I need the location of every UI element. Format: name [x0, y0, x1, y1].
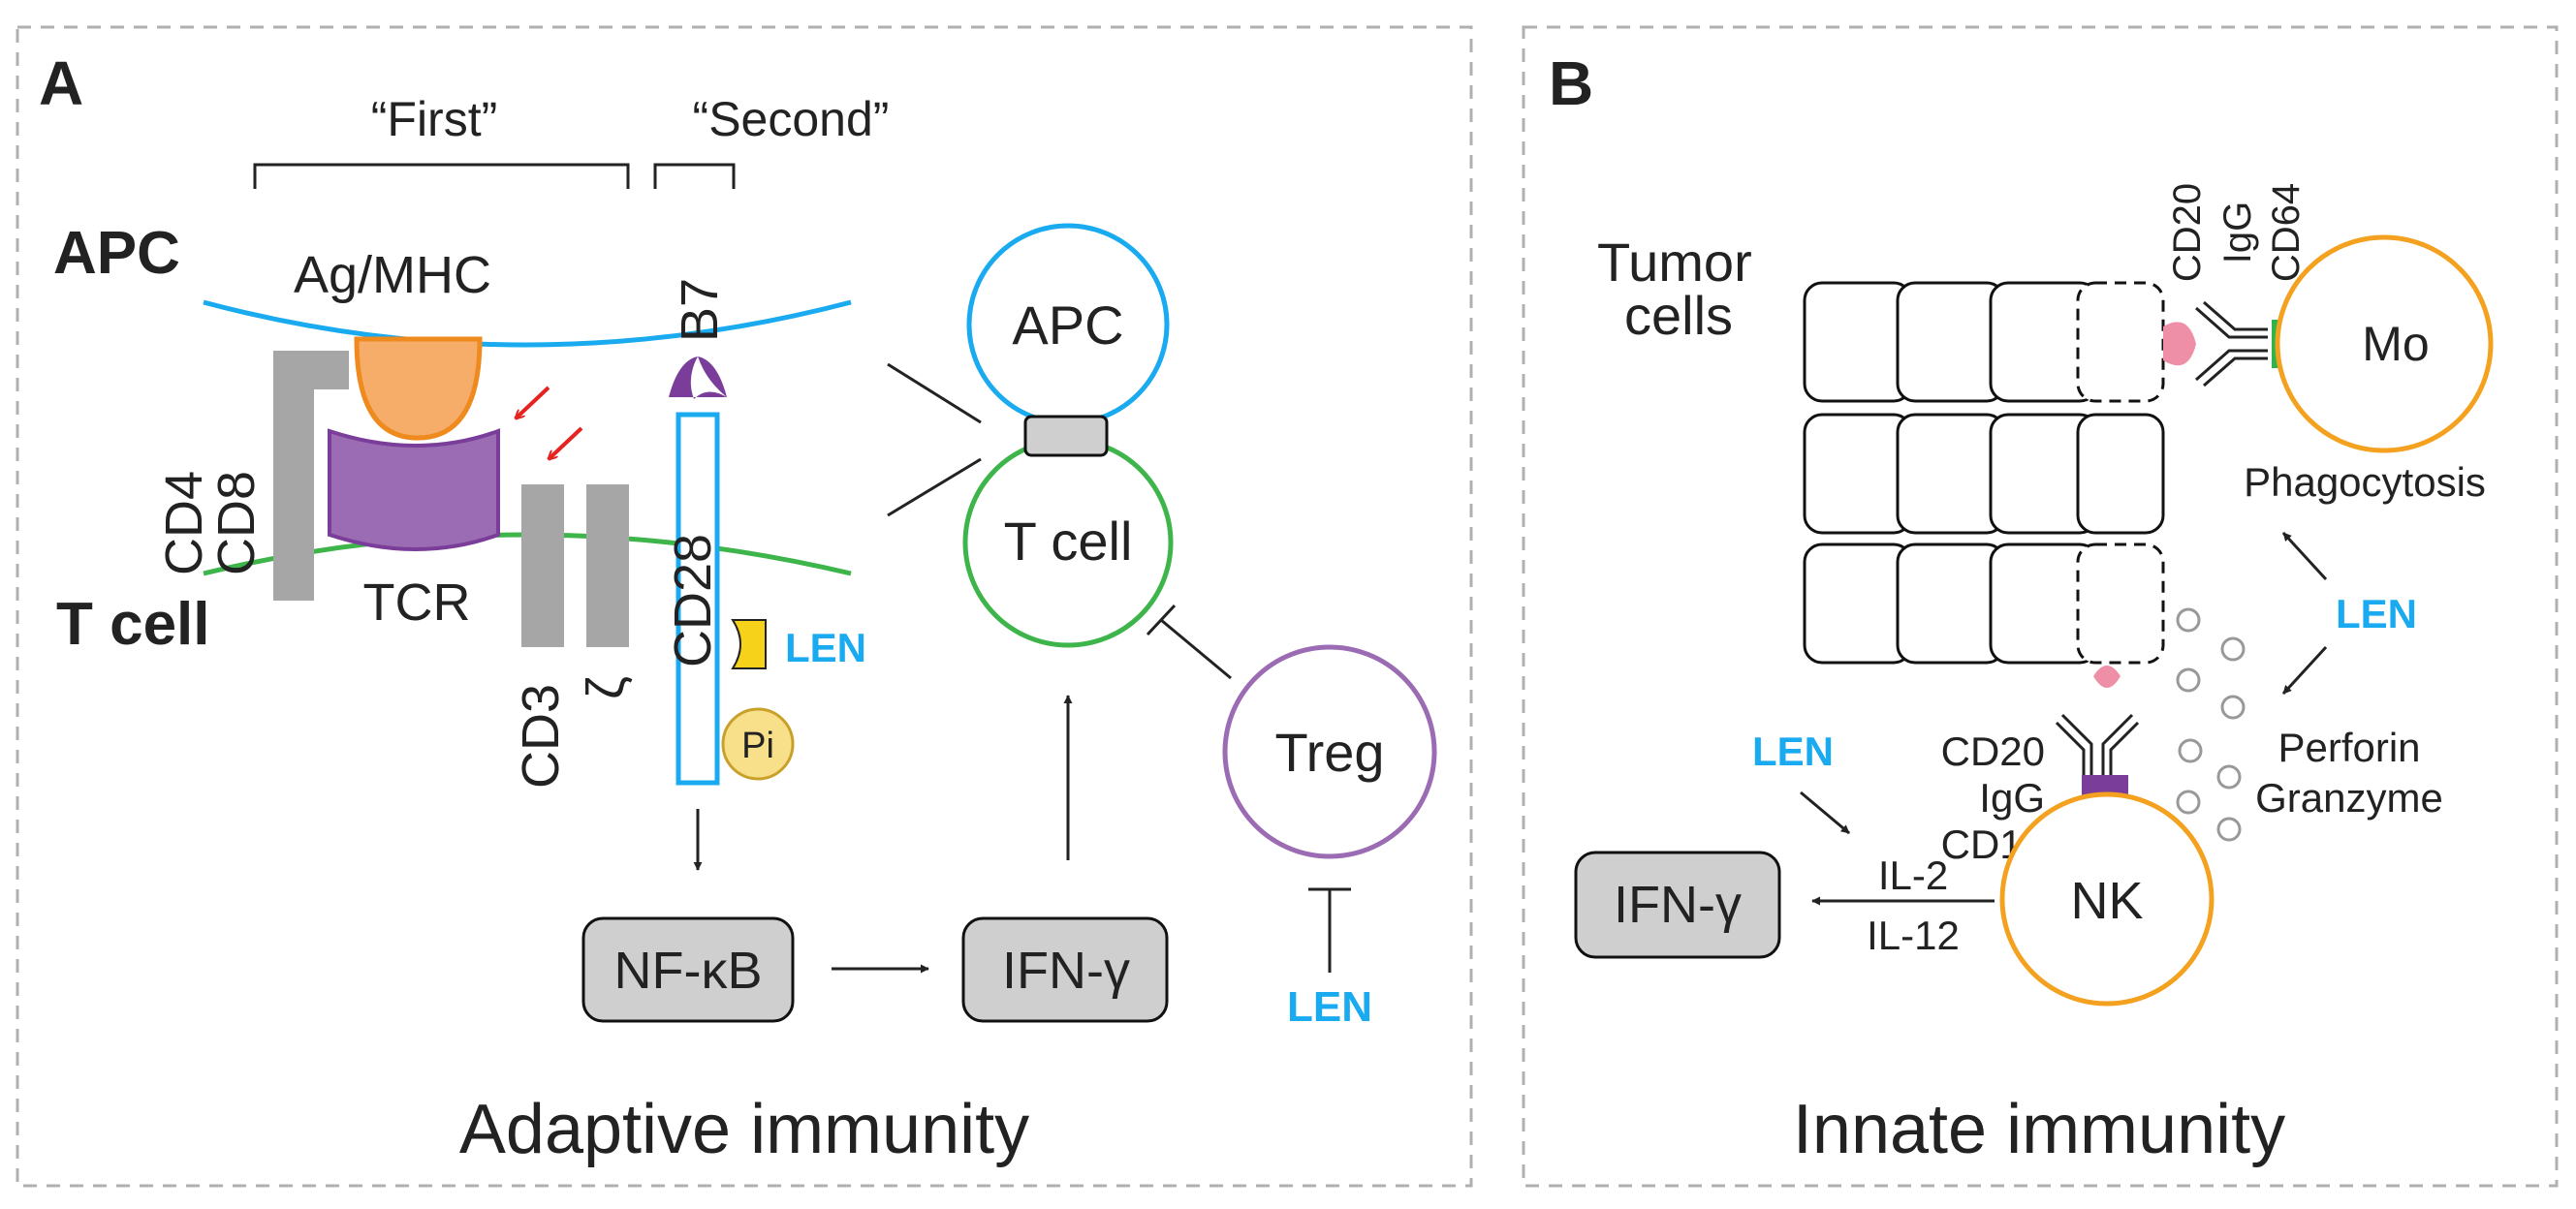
immune-synapse [1023, 415, 1109, 457]
apc-membrane [203, 299, 852, 348]
perforin-label: Perforin [2278, 725, 2420, 770]
inhibit-bar-treg [1146, 604, 1177, 636]
cd20-antigen-bottom [2093, 666, 2120, 688]
len-label-treg: LEN [1287, 983, 1372, 1031]
zoom-line-bottom [887, 457, 982, 517]
tumor-cell [1896, 542, 2006, 665]
panel-b-footer: Innate immunity [1793, 1091, 2285, 1168]
igg-bottom-label: IgG [1979, 775, 2045, 821]
arrow-len-perforin [2281, 645, 2328, 696]
second-signal-label: “Second” [693, 92, 890, 146]
red-arrow-2 [549, 426, 583, 459]
apc-membrane-label: APC [53, 220, 180, 287]
nfkb-box [581, 916, 795, 1023]
tumor-cell [1803, 413, 1913, 535]
first-signal-label: “First” [371, 92, 498, 146]
tcr-receptor [328, 428, 500, 551]
nk-label: NK [2070, 872, 2143, 930]
mo-label: Mo [2362, 317, 2429, 371]
tumor-cell-grid [1803, 281, 2165, 665]
zeta-chain [586, 484, 629, 647]
len-binding-cd28 [731, 619, 767, 669]
first-bracket [253, 163, 630, 189]
t-cell-label: T cell [1004, 511, 1133, 572]
cd64-label: CD64 [2265, 183, 2308, 282]
t-cell-membrane-label: T cell [56, 591, 210, 658]
treg-cell [1222, 644, 1437, 859]
tumor-label-line2: cells [1624, 285, 1733, 346]
arrow-len-il [1800, 790, 1850, 835]
cd4-label: CD4 [155, 471, 213, 575]
igg-antibody-top [2195, 300, 2268, 388]
len-label-left: LEN [1752, 728, 1834, 774]
apc-cell-label: APC [1012, 294, 1123, 356]
cd3-chain [521, 484, 564, 647]
b7-label: B7 [671, 278, 729, 342]
panel-b: B Tumor cells CD20 IgG CD64 [1522, 25, 2559, 1188]
ifn-label-b: IFN-γ [1614, 876, 1742, 934]
arrow-len-phagocytosis [2281, 531, 2328, 581]
tumor-label-line1: Tumor [1597, 232, 1752, 293]
tumor-cell-dying [2076, 281, 2165, 403]
treg-label: Treg [1274, 722, 1384, 783]
pi-label: Pi [741, 726, 774, 766]
b7-ligand [669, 356, 727, 399]
nfkb-label: NF-κB [614, 942, 763, 1000]
phagocytosis-label: Phagocytosis [2244, 459, 2486, 505]
panel-b-letter: B [1549, 48, 1593, 118]
tcr-label: TCR [363, 574, 471, 632]
second-bracket [653, 163, 736, 189]
panel-a-border [16, 25, 1473, 1188]
granzyme-label: Granzyme [2255, 775, 2443, 821]
nk-cell [1999, 791, 2215, 1007]
panel-a-letter: A [39, 48, 83, 118]
il2-label: IL-2 [1878, 852, 1948, 898]
tumor-cell [1896, 413, 2006, 535]
tumor-cell [1803, 281, 1913, 403]
ag-mhc-complex [354, 336, 483, 441]
igg-top-label: IgG [2216, 202, 2259, 264]
len-label-center: LEN [2336, 591, 2417, 636]
zoom-line-top [887, 362, 982, 424]
il12-label: IL-12 [1867, 913, 1960, 958]
tumor-cell-dying [2076, 542, 2165, 665]
ifn-box-a [961, 916, 1169, 1023]
panel-a: A “First” “Second” APC T cell Ag/MHC CD4… [16, 25, 1473, 1188]
zeta-label: ζ [577, 676, 635, 699]
ifn-box-b [1574, 851, 1781, 959]
pi-phosphate [721, 707, 795, 781]
cd20-top-label: CD20 [2166, 183, 2209, 282]
cd20-bottom-label: CD20 [1941, 728, 2045, 774]
tumor-cell [1803, 542, 1913, 665]
cd28-receptor [675, 412, 720, 786]
panel-b-border [1522, 25, 2559, 1188]
monocyte-cell [2275, 234, 2494, 453]
cd4-cd8-coreceptor [273, 351, 349, 601]
tumor-cell [1896, 281, 2006, 403]
tumor-cell [2076, 413, 2165, 535]
panel-a-footer: Adaptive immunity [459, 1091, 1029, 1168]
igg-antibody-bottom [2055, 713, 2140, 775]
cd3-label: CD3 [512, 684, 570, 789]
ag-mhc-label: Ag/MHC [294, 246, 491, 304]
len-label-cd28: LEN [785, 625, 866, 670]
cd20-antigen-top [2163, 322, 2196, 366]
inhibit-treg-tcell [1160, 618, 1232, 680]
red-arrow-1 [516, 386, 550, 418]
cd28-label: CD28 [664, 534, 722, 667]
ifn-label-a: IFN-γ [1002, 942, 1130, 1000]
cd8-label: CD8 [207, 471, 266, 575]
